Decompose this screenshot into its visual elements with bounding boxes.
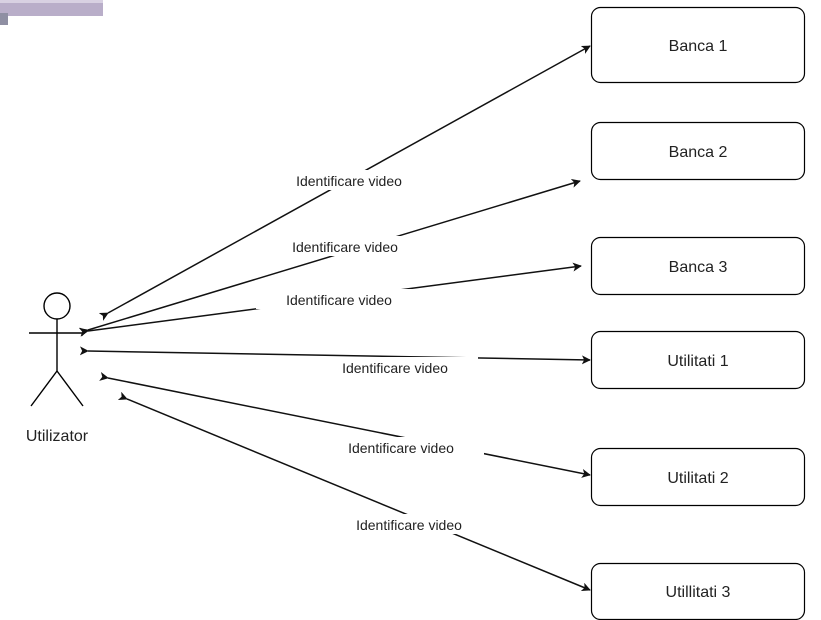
edge-label-text: Identificare video <box>296 173 402 189</box>
edge-utilitati-1[interactable] <box>79 346 591 365</box>
edge-label-banca-2: Identificare video <box>262 236 428 256</box>
edge-utilitati-3[interactable] <box>117 391 591 592</box>
node-banca-1[interactable]: Banca 1 <box>590 6 806 84</box>
node-utilitati-1[interactable]: Utilitati 1 <box>590 330 806 390</box>
edge-label-text: Identificare video <box>356 517 462 533</box>
node-label: Utilitati 2 <box>667 470 728 487</box>
edge-label-banca-1: Identificare video <box>266 170 432 190</box>
edge-label-utilitati-1: Identificare video <box>312 357 478 377</box>
edge-utilitati-2[interactable] <box>99 371 591 478</box>
corner-tab-fragment <box>0 0 103 25</box>
node-banca-2[interactable]: Banca 2 <box>590 121 806 181</box>
actor-right-leg <box>56 370 84 407</box>
edge-label-text: Identificare video <box>286 292 392 308</box>
edge-label-text: Identificare video <box>342 360 448 376</box>
node-label: Banca 1 <box>669 38 728 55</box>
actor-label: Utilizator <box>26 428 89 445</box>
actor-left-leg <box>30 370 58 407</box>
node-utilitati-3[interactable]: Utillitati 3 <box>590 562 806 620</box>
actor-utilizator[interactable]: Utilizator <box>26 292 89 445</box>
edge-label-banca-3: Identificare video <box>256 289 422 309</box>
node-utilitati-2[interactable]: Utilitati 2 <box>590 447 806 507</box>
node-banca-3[interactable]: Banca 3 <box>590 236 806 296</box>
node-label: Banca 3 <box>669 259 728 276</box>
edge-label-text: Identificare video <box>292 239 398 255</box>
edge-label-utilitati-2: Identificare video <box>318 437 484 457</box>
node-label: Banca 2 <box>669 144 728 161</box>
node-label: Utillitati 3 <box>666 584 731 601</box>
edge-label-utilitati-3: Identificare video <box>326 514 492 534</box>
edge-label-text: Identificare video <box>348 440 454 456</box>
node-label: Utilitati 1 <box>667 353 728 370</box>
actor-head <box>43 292 71 320</box>
